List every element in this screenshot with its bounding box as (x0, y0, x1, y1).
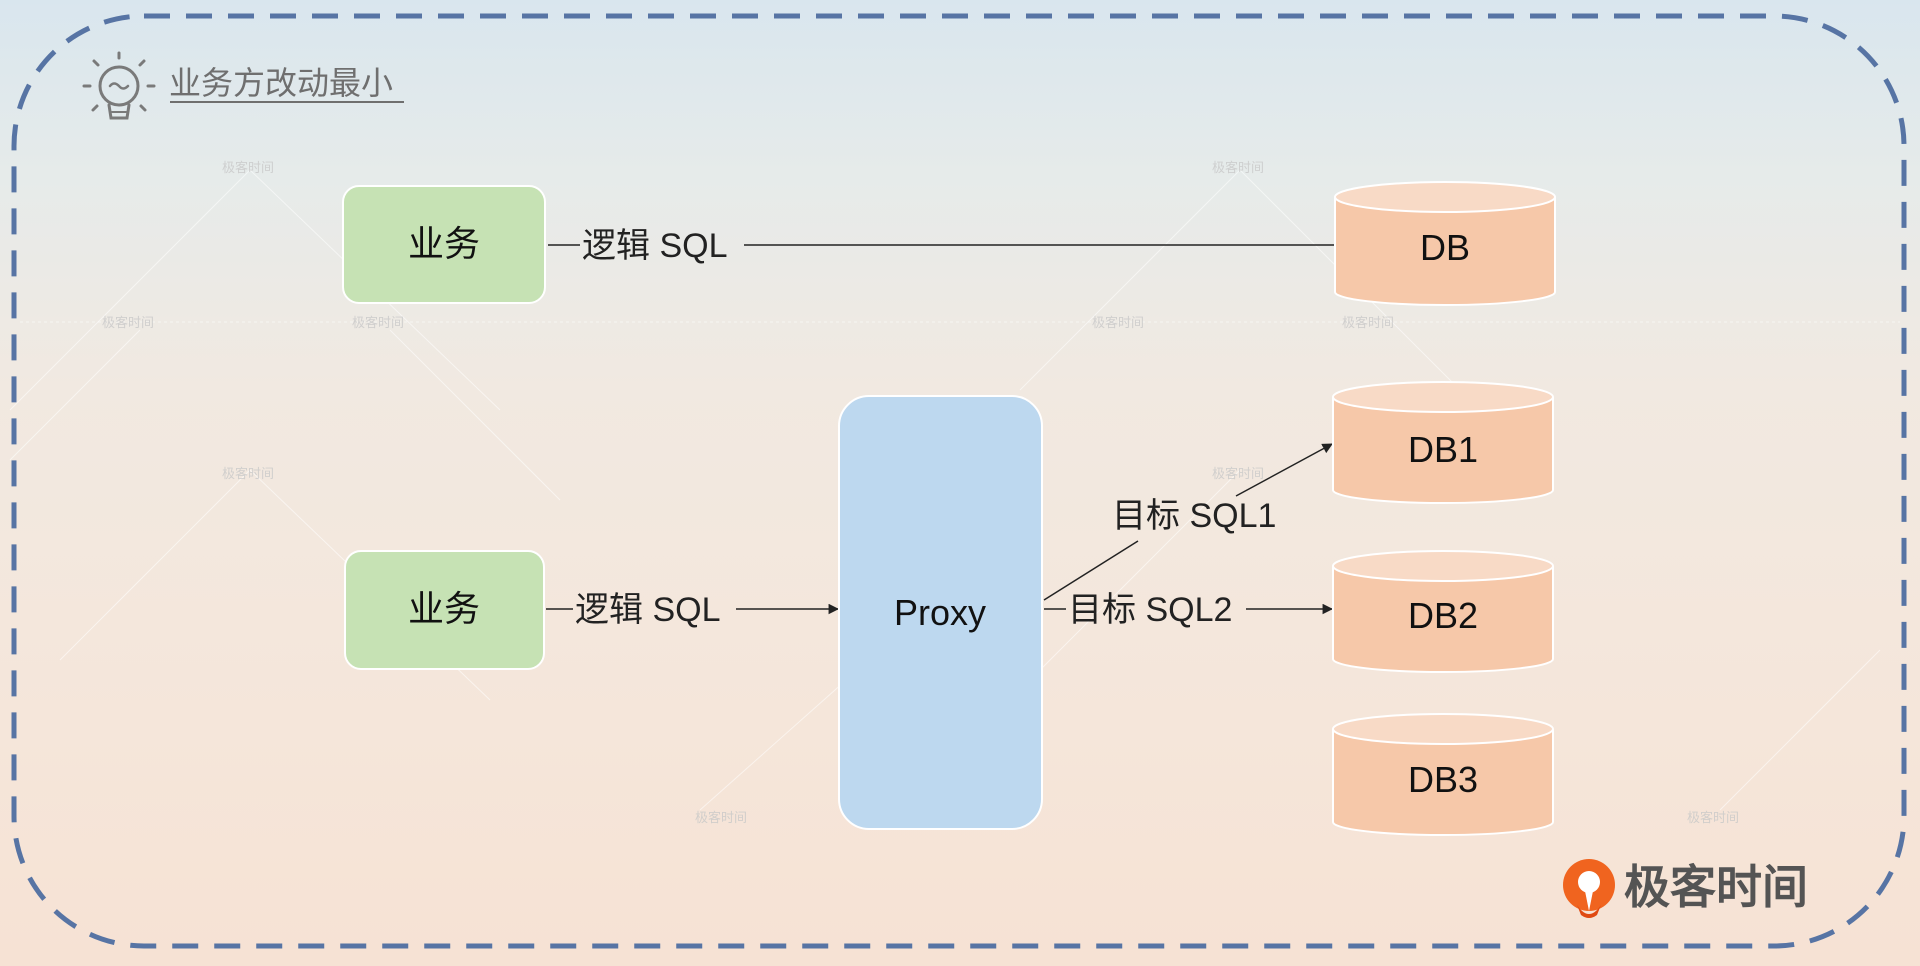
edge-to-db1-a (1043, 540, 1139, 601)
db2-label: DB2 (1408, 595, 1478, 636)
svg-text:极客时间: 极客时间 (1212, 466, 1264, 481)
top-db-cylinder: DB (1334, 181, 1556, 306)
svg-text:极客时间: 极客时间 (102, 315, 154, 330)
svg-text:极客时间: 极客时间 (1092, 315, 1144, 330)
dashed-frame (11, 13, 1907, 949)
proxy-node: Proxy (838, 395, 1043, 830)
bottom-business-label: 业务 (408, 588, 480, 629)
target2-label: 目标 SQL2 (1068, 591, 1232, 629)
proxy-label: Proxy (894, 592, 986, 633)
db1-cylinder: DB1 (1332, 381, 1554, 504)
lightbulb-icon (82, 51, 156, 120)
svg-text:极客时间: 极客时间 (1342, 315, 1394, 330)
svg-text:极客时间: 极客时间 (352, 315, 404, 330)
brand-name: 极客时间 (1624, 861, 1808, 913)
db3-label: DB3 (1408, 759, 1478, 800)
target1-label: 目标 SQL1 (1112, 497, 1276, 535)
db2-cylinder: DB2 (1332, 550, 1554, 673)
top-db-label: DB (1420, 227, 1470, 268)
svg-text:极客时间: 极客时间 (1687, 810, 1739, 825)
top-business-node: 业务 (342, 185, 546, 304)
edge-to-db1-b (1235, 443, 1333, 497)
top-business-label: 业务 (408, 223, 480, 264)
bottom-business-node: 业务 (344, 550, 545, 670)
bottom-edge-label: 逻辑 SQL (575, 591, 720, 629)
top-edge-label: 逻辑 SQL (582, 227, 727, 265)
db3-cylinder: DB3 (1332, 713, 1554, 836)
svg-text:极客时间: 极客时间 (1212, 160, 1264, 175)
svg-text:极客时间: 极客时间 (222, 160, 274, 175)
svg-text:极客时间: 极客时间 (695, 810, 747, 825)
geektime-logo-icon (1563, 859, 1615, 918)
page-title: 业务方改动最小 (169, 65, 393, 101)
db1-label: DB1 (1408, 429, 1478, 470)
svg-text:极客时间: 极客时间 (222, 466, 274, 481)
watermark-stamps: 极客时间 极客时间 极客时间 极客时间 极客时间 极客时间 极客时间 极客时间 … (102, 160, 1739, 825)
